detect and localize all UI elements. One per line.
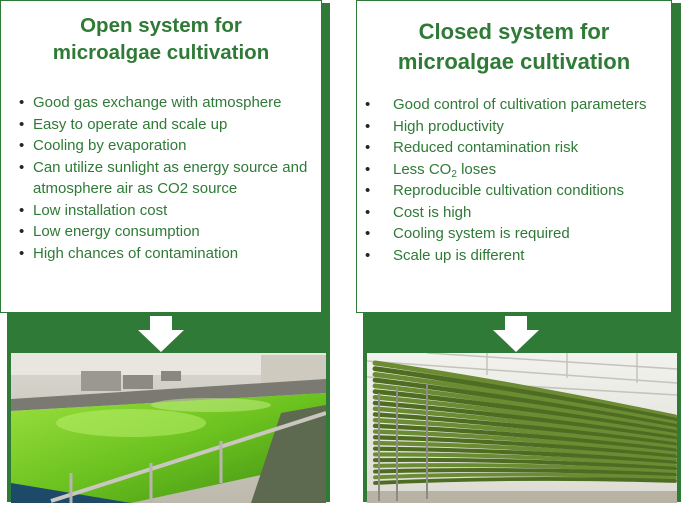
photobioreactor-tube <box>372 394 677 438</box>
photobioreactor-tube <box>372 457 677 471</box>
closed-feature-item: •Cost is high <box>365 202 651 224</box>
open-title-line1: Open system for <box>80 14 242 37</box>
closed-feature-item: •Scale up is different <box>365 245 651 267</box>
open-system-panel: Open system for microalgae cultivation •… <box>0 0 330 503</box>
photobioreactor-tube <box>372 440 677 462</box>
bullet-icon: • <box>365 96 371 113</box>
closed-feature-list: •Good control of cultivation parameters … <box>365 94 651 266</box>
photobioreactor-tube <box>372 400 677 441</box>
down-arrow-icon <box>138 316 184 352</box>
bullet-icon: • <box>19 115 25 133</box>
open-system-title: Open system for microalgae cultivation <box>1 12 321 66</box>
bullet-icon: • <box>365 246 371 264</box>
open-title-line2: microalgae cultivation <box>52 41 270 64</box>
closed-feature-item: •High productivity <box>365 116 651 138</box>
closed-system-title: Closed system for microalgae cultivation <box>357 17 671 77</box>
photobioreactor-tube <box>373 472 677 480</box>
closed-title-line1: Closed system for <box>418 19 610 44</box>
closed-feature-item: •Good control of cultivation parameters <box>365 94 651 116</box>
photobioreactor-tube <box>372 406 677 444</box>
bullet-icon: • <box>19 94 25 111</box>
photobioreactor-tube <box>372 446 677 465</box>
photobioreactor-tube <box>372 417 677 450</box>
photobioreactor-photo <box>367 353 677 503</box>
open-feature-item: •Low energy consumption <box>19 221 309 243</box>
co2-subscript: 2 <box>451 168 457 180</box>
bullet-icon: • <box>365 225 371 242</box>
open-pond-photo <box>11 353 326 503</box>
photobioreactor-tube <box>373 468 677 477</box>
bullet-icon: • <box>365 160 371 178</box>
bullet-icon: • <box>19 223 25 240</box>
open-feature-item: •High chances of contamination <box>19 243 309 265</box>
photobioreactor-tube <box>373 463 677 474</box>
closed-feature-item: •Reproducible cultivation conditions <box>365 180 651 202</box>
open-feature-item: •Good gas exchange with atmosphere <box>19 92 309 114</box>
closed-system-panel: Closed system for microalgae cultivation… <box>356 0 681 503</box>
closed-feature-item: •Less CO2 loses <box>365 160 497 180</box>
down-arrow-icon <box>493 316 539 352</box>
photobioreactor-tube <box>372 360 677 420</box>
open-feature-item: •Easy to operate and scale up <box>19 114 309 136</box>
bullet-icon: • <box>365 117 371 135</box>
bullet-icon: • <box>19 244 25 262</box>
bullet-icon: • <box>365 182 371 199</box>
bullet-icon: • <box>19 137 25 154</box>
photobioreactor-tube <box>372 389 677 435</box>
bullet-icon: • <box>19 201 25 219</box>
photobioreactor-tube <box>372 452 677 468</box>
bullet-icon: • <box>365 139 371 156</box>
photobioreactor-tube <box>372 429 677 456</box>
photobioreactor-tube <box>372 377 677 429</box>
photobioreactor-tube <box>372 423 677 453</box>
photobioreactor-tube <box>372 366 677 423</box>
open-feature-item: •Low installation cost <box>19 200 309 222</box>
photobioreactor-tube <box>372 371 677 426</box>
closed-feature-item: •Cooling system is required <box>365 223 651 245</box>
open-feature-item: •Can utilize sunlight as energy source a… <box>19 158 308 198</box>
open-feature-list: •Good gas exchange with atmosphere •Easy… <box>19 92 309 264</box>
photobioreactor-tube <box>372 383 677 432</box>
bullet-icon: • <box>19 158 25 176</box>
open-system-card: Open system for microalgae cultivation •… <box>0 0 322 313</box>
photobioreactor-tube <box>372 435 677 459</box>
photobioreactor-tube <box>373 477 677 485</box>
open-feature-item: •Cooling by evaporation <box>19 135 309 157</box>
closed-feature-item: •Reduced contamination risk <box>365 137 651 159</box>
photobioreactor-tube <box>372 412 677 447</box>
bullet-icon: • <box>365 203 371 221</box>
closed-title-line2: microalgae cultivation <box>397 49 631 74</box>
closed-system-card: Closed system for microalgae cultivation… <box>356 0 672 313</box>
